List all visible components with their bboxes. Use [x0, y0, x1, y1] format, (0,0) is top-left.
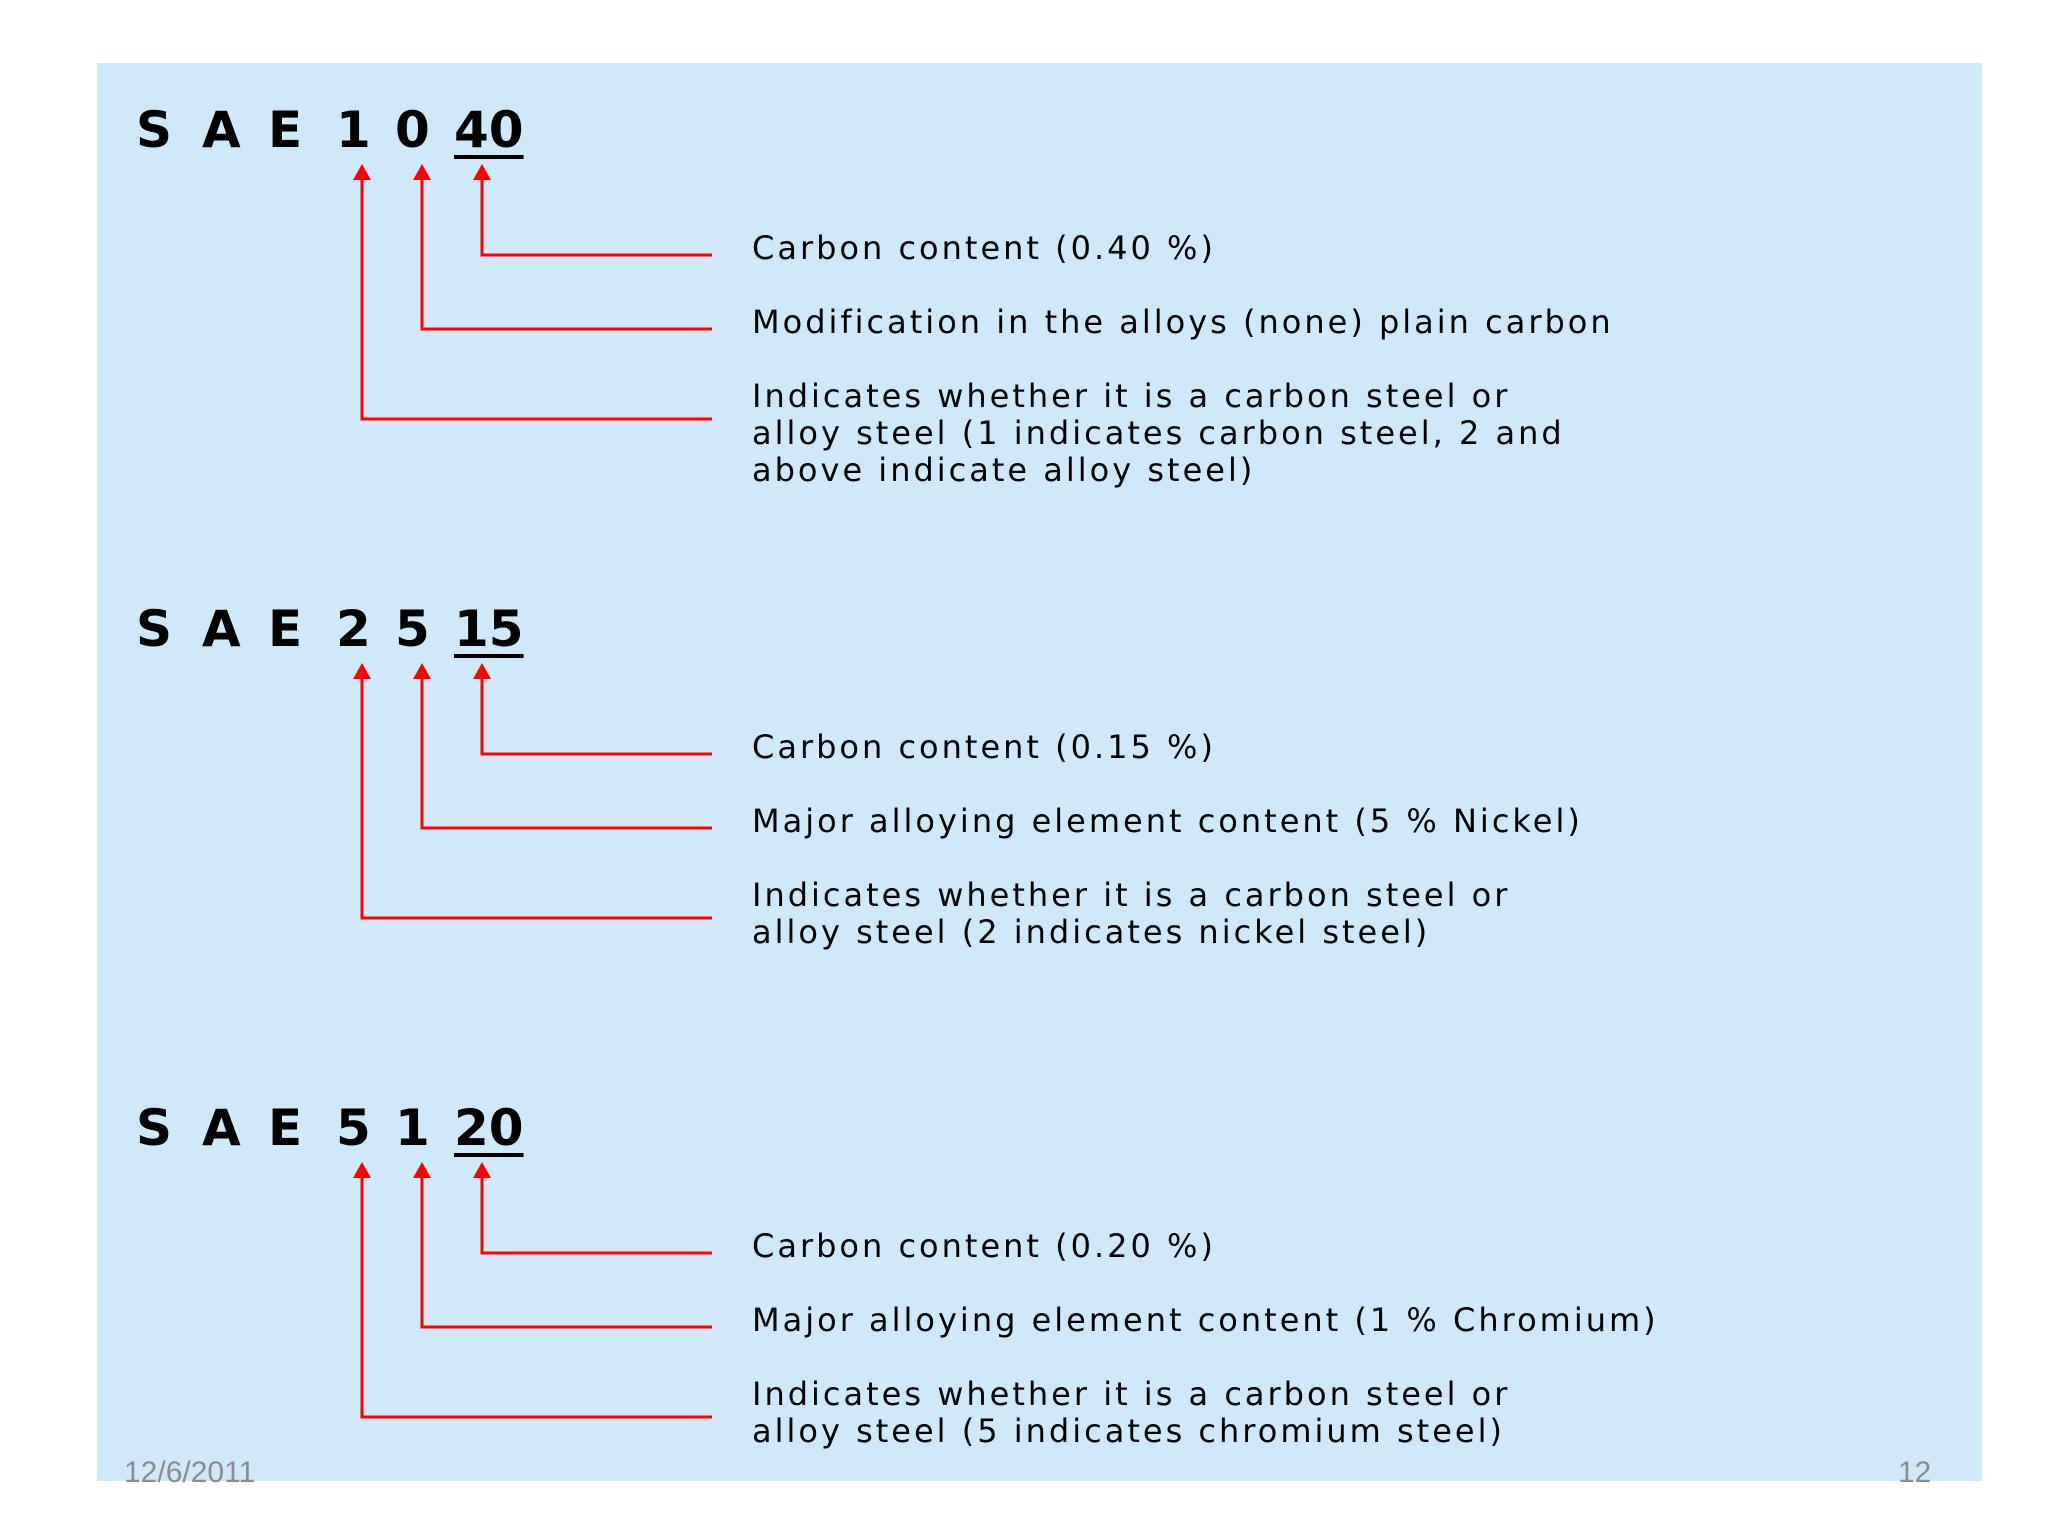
code-letter-a: A [202, 1099, 241, 1157]
desc-alloying-element: Major alloying element content (1 % Chro… [752, 1301, 1659, 1339]
arrow-line-carbon [480, 1176, 712, 1255]
arrow-line-steel-type [360, 178, 712, 421]
desc-steel-type: Indicates whether it is a carbon steel o… [752, 378, 1565, 489]
arrow-line-alloying [420, 677, 712, 830]
arrow-line-alloying [420, 1176, 712, 1329]
arrowhead-icon [473, 663, 491, 679]
arrow-line-steel-type [360, 677, 712, 920]
desc-steel-type: Indicates whether it is a carbon steel o… [752, 1376, 1510, 1450]
desc-carbon-content: Carbon content (0.40 %) [752, 229, 1216, 267]
arrowhead-icon [353, 663, 371, 679]
arrowhead-icon [413, 164, 431, 180]
desc-line: alloy steel (1 indicates carbon steel, 2… [752, 414, 1565, 452]
desc-line: Indicates whether it is a carbon steel o… [752, 377, 1511, 415]
desc-alloying-element: Major alloying element content (5 % Nick… [752, 802, 1583, 840]
footer-page-number: 12 [1898, 1456, 1932, 1489]
code-digit-2: 1 [395, 1099, 430, 1157]
code-digit-2: 5 [395, 600, 430, 658]
code-last-two-digits: 15 [454, 600, 524, 658]
code-letter-s: S [136, 600, 173, 658]
slide-panel [97, 63, 1982, 1481]
code-digit-1: 1 [336, 101, 371, 159]
code-digit-1: 5 [336, 1099, 371, 1157]
desc-line: Indicates whether it is a carbon steel o… [752, 876, 1511, 914]
arrowhead-icon [413, 663, 431, 679]
code-digit-2: 0 [395, 101, 430, 159]
arrowhead-icon [353, 1162, 371, 1178]
arrowhead-icon [473, 164, 491, 180]
arrow-line-steel-type [360, 1176, 712, 1419]
code-letter-s: S [136, 1099, 173, 1157]
code-last-two-digits: 40 [454, 101, 524, 159]
desc-modification: Modification in the alloys (none) plain … [752, 303, 1614, 341]
code-last-two-digits: 20 [454, 1099, 524, 1157]
code-letter-a: A [202, 101, 241, 159]
desc-line: Indicates whether it is a carbon steel o… [752, 1375, 1511, 1413]
code-letter-a: A [202, 600, 241, 658]
code-letter-s: S [136, 101, 173, 159]
code-digit-1: 2 [336, 600, 371, 658]
code-letter-e: E [268, 600, 303, 658]
desc-line: alloy steel (2 indicates nickel steel) [752, 913, 1431, 951]
code-letter-e: E [268, 1099, 303, 1157]
arrow-line-carbon [480, 677, 712, 756]
arrowhead-icon [473, 1162, 491, 1178]
arrowhead-icon [353, 164, 371, 180]
arrow-line-modification [420, 178, 712, 331]
desc-steel-type: Indicates whether it is a carbon steel o… [752, 877, 1510, 951]
desc-line: alloy steel (5 indicates chromium steel) [752, 1412, 1505, 1450]
code-letter-e: E [268, 101, 303, 159]
footer-date: 12/6/2011 [124, 1456, 256, 1489]
desc-line: above indicate alloy steel) [752, 451, 1256, 489]
desc-carbon-content: Carbon content (0.15 %) [752, 728, 1216, 766]
arrow-line-carbon [480, 178, 712, 257]
arrowhead-icon [413, 1162, 431, 1178]
desc-carbon-content: Carbon content (0.20 %) [752, 1227, 1216, 1265]
